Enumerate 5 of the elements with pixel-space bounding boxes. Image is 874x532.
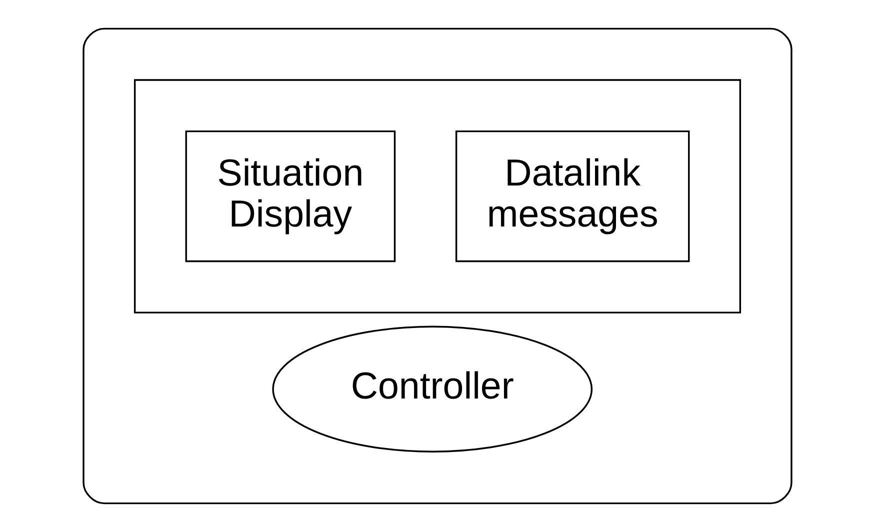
node-box: Datalink messages [454, 130, 690, 262]
cluster [133, 79, 741, 314]
cluster [82, 28, 792, 504]
node-ellipse: Controller [272, 326, 592, 452]
node-box: Situation Display [184, 130, 396, 262]
